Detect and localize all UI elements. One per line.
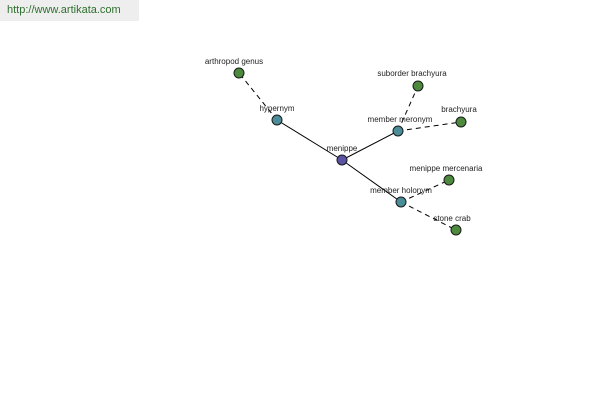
- node-label-stone-crab[interactable]: stone crab: [433, 214, 471, 223]
- node-member-holonym[interactable]: [395, 196, 407, 208]
- edge-menippe-to-member-holonym: [341, 159, 402, 203]
- node-label-menippe[interactable]: menippe: [327, 144, 358, 153]
- graph-edges: [238, 72, 462, 231]
- edge-hypernym-to-arthropod-genus: [238, 72, 278, 121]
- edge-member-holonym-to-stone-crab: [400, 201, 457, 231]
- graph-labels: menippe hypernym member meronym member holo…: [205, 57, 483, 223]
- edge-menippe-to-hypernym: [276, 119, 343, 161]
- edge-member-meronym-to-suborder-brachyura: [397, 85, 419, 132]
- edge-member-meronym-to-brachyura: [397, 121, 462, 132]
- site-url[interactable]: http://www.artikata.com: [0, 0, 139, 21]
- node-menippe[interactable]: [336, 154, 348, 166]
- node-label-menippe-mercenaria[interactable]: menippe mercenaria: [410, 164, 483, 173]
- node-brachyura[interactable]: [455, 116, 467, 128]
- node-hypernym[interactable]: [271, 114, 283, 126]
- node-label-member-holonym[interactable]: member holonym: [370, 186, 432, 195]
- node-suborder-brachyura[interactable]: [412, 80, 424, 92]
- node-label-arthropod-genus[interactable]: arthropod genus: [205, 57, 263, 66]
- node-arthropod-genus[interactable]: [233, 67, 245, 79]
- node-label-hypernym[interactable]: hypernym: [259, 104, 294, 113]
- node-menippe-mercenaria[interactable]: [443, 174, 455, 186]
- node-label-brachyura[interactable]: brachyura: [441, 105, 477, 114]
- node-stone-crab[interactable]: [450, 224, 462, 236]
- node-label-member-meronym[interactable]: member meronym: [368, 115, 433, 124]
- graph-nodes: [233, 67, 467, 236]
- edge-menippe-to-member-meronym: [341, 130, 399, 161]
- node-label-suborder-brachyura[interactable]: suborder brachyura: [377, 69, 447, 78]
- node-member-meronym[interactable]: [392, 125, 404, 137]
